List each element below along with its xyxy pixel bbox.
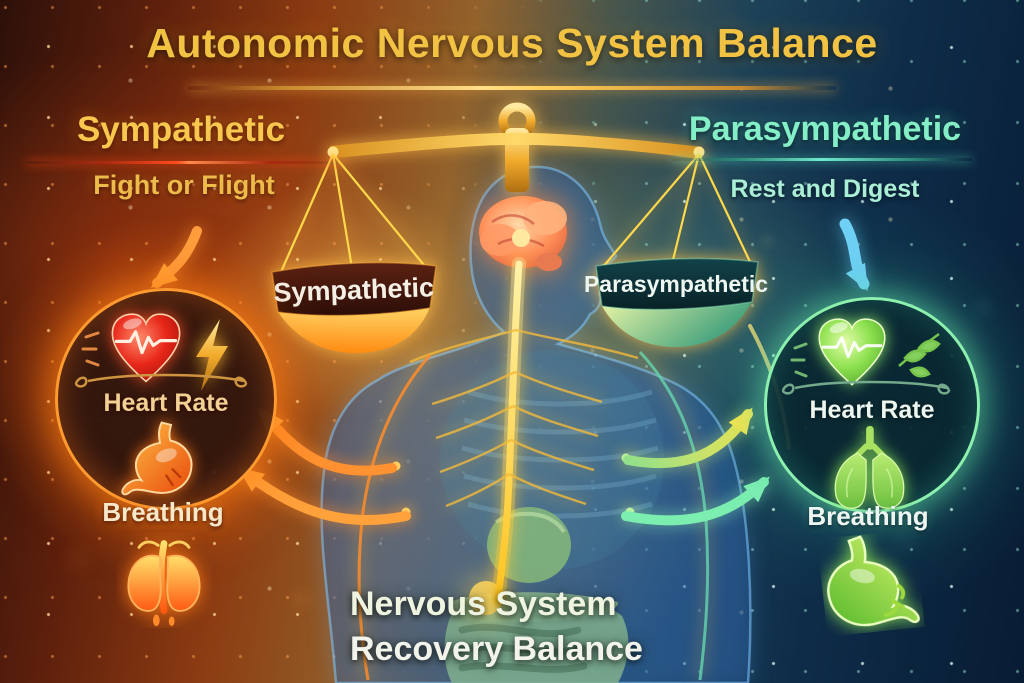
arrow-into-sympathetic-circle (150, 226, 202, 289)
arrow-body-to-sympathetic-lower (237, 467, 411, 526)
parasympathetic-heading: Parasympathetic (688, 110, 962, 148)
brain (479, 196, 567, 271)
sympathetic-circle: Heart Rate (55, 288, 277, 510)
parasympathetic-pan: Parasympathetic (584, 257, 768, 347)
leaf-sprig-icon (898, 332, 941, 378)
breathing-label: Breathing (102, 497, 224, 527)
arrow-into-parasympathetic-circle (839, 218, 870, 292)
parasympathetic-circle: Heart Rate (764, 297, 980, 513)
stomach-icon (121, 421, 193, 496)
heart-rate-label: Heart Rate (103, 389, 228, 417)
flourish-divider (74, 373, 248, 388)
lungs-icon (834, 426, 905, 509)
scale-strings (279, 153, 753, 273)
footer-line-2: Recovery Balance (350, 629, 643, 668)
heart-rate-label: Heart Rate (809, 396, 934, 424)
flourish-divider (781, 380, 951, 395)
footer-caption: Nervous System Recovery Balance (350, 582, 643, 672)
title-underline (188, 86, 836, 90)
parasympathetic-pan-label: Parasympathetic (584, 271, 768, 297)
motion-dashes (790, 342, 808, 378)
fight-or-flight-tagline: Fight or Flight (93, 170, 275, 200)
page-title: Autonomic Nervous System Balance (146, 20, 878, 66)
human-figure (320, 165, 752, 683)
arrow-body-to-sympathetic-upper (258, 407, 397, 476)
ribcage-haze (440, 350, 664, 570)
sympathetic-underline (26, 161, 340, 164)
heart-ecg-icon (818, 318, 886, 386)
footer-line-1: Nervous System (350, 585, 617, 623)
stomach-icon (827, 535, 920, 627)
motion-dashes (81, 331, 100, 367)
balance-scale: Sympathetic Parasympathetic (271, 102, 768, 353)
lightning-icon (196, 319, 228, 391)
arrow-body-to-parasympathetic-lower (621, 476, 770, 526)
sympathetic-pan: Sympathetic (271, 261, 437, 353)
breathing-label: Breathing (807, 501, 929, 531)
parasympathetic-underline (672, 158, 972, 161)
intestines-organ (444, 592, 629, 683)
rest-and-digest-tagline: Rest and Digest (730, 175, 920, 203)
sympathetic-heading: Sympathetic (76, 110, 286, 149)
scale-beam (330, 133, 702, 159)
sympathetic-pan-label: Sympathetic (273, 272, 435, 308)
arrow-body-to-parasympathetic-upper (623, 407, 753, 469)
heart-ecg-icon (111, 313, 181, 383)
adrenal-glands-icon (127, 540, 201, 627)
